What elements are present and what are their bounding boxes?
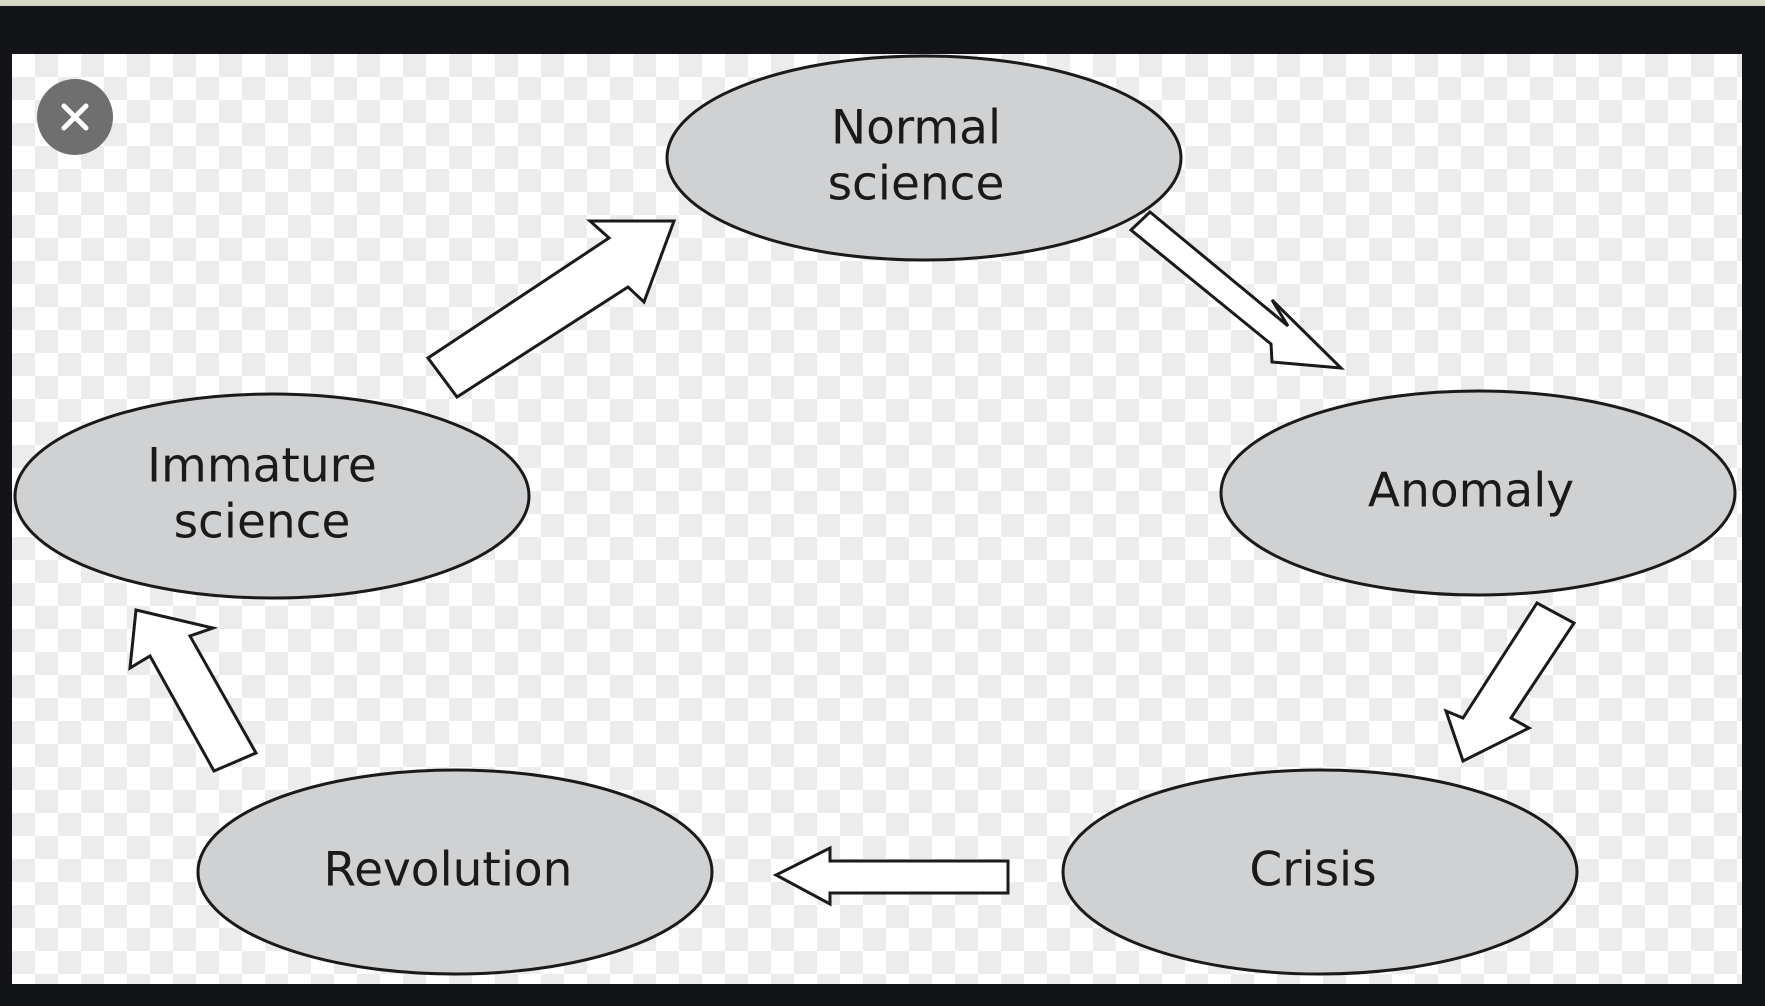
node-crisis: Crisis — [1061, 768, 1579, 976]
node-revolution: Revolution — [196, 768, 714, 976]
node-immature-science-line-2: science — [174, 495, 351, 550]
node-normal-science: Normal science — [665, 54, 1183, 262]
top-strip — [0, 0, 1765, 6]
node-normal-science-line-1: Normal — [831, 101, 1001, 156]
arrow-immature-to-normal — [425, 219, 677, 400]
close-icon — [61, 103, 89, 131]
frame-right-edge — [1742, 54, 1765, 984]
node-crisis-label: Crisis — [1249, 843, 1376, 898]
arrow-crisis-to-revolution — [772, 845, 1010, 907]
arrow-revolution-to-immature-shape — [128, 608, 259, 773]
arrow-anomaly-to-crisis — [1443, 601, 1577, 764]
arrow-normal-to-anomaly — [1128, 209, 1346, 370]
node-immature-science-line-1: Immature — [147, 439, 377, 494]
node-revolution-label: Revolution — [324, 843, 573, 898]
close-button[interactable] — [37, 79, 113, 155]
node-anomaly-label: Anomaly — [1368, 464, 1574, 519]
node-anomaly: Anomaly — [1219, 389, 1737, 597]
node-normal-science-line-2: science — [828, 157, 1005, 212]
node-immature-science: Immature science — [13, 392, 531, 600]
